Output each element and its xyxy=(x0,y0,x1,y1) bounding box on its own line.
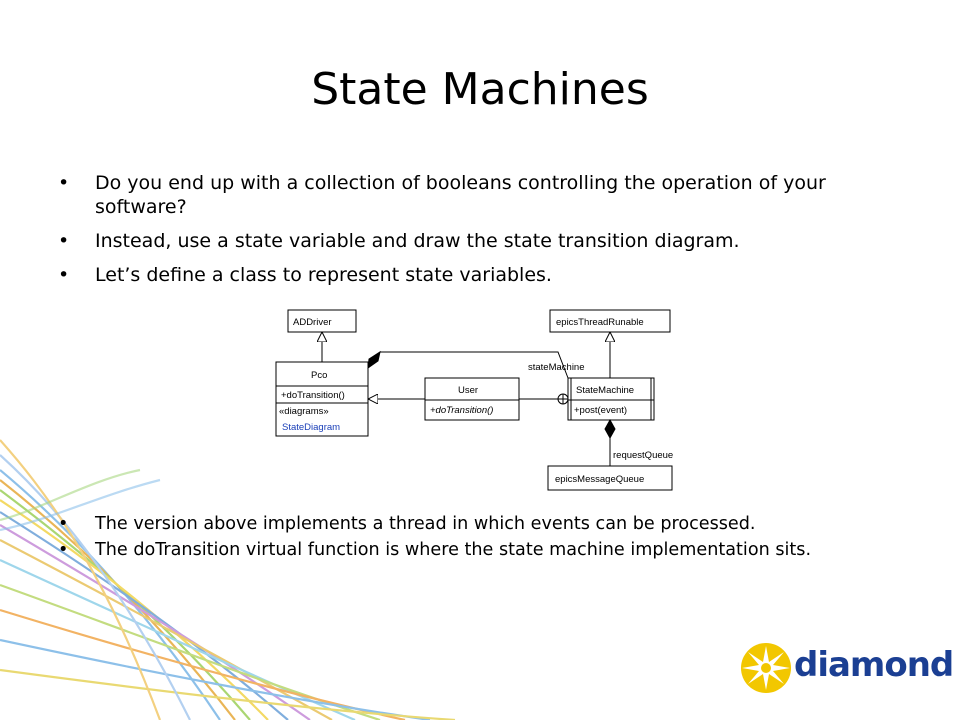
user-box xyxy=(424,377,520,421)
bullet-item: • The doTransition virtual function is wh… xyxy=(58,540,918,561)
role-request-queue: requestQueue xyxy=(613,450,673,461)
bullet-list-top: • Do you end up with a collection of bool… xyxy=(58,171,918,297)
user-label: User xyxy=(458,385,478,396)
bullet-dot: • xyxy=(58,514,69,534)
pco-state-diagram: StateDiagram xyxy=(282,422,340,433)
bullet-dot: • xyxy=(58,172,70,194)
bullet-item: • Let’s define a class to represent state… xyxy=(58,263,918,287)
bullet-text: The version above implements a thread in… xyxy=(95,514,756,534)
bullet-item: • Instead, use a state variable and draw … xyxy=(58,229,918,253)
bullet-text: The doTransition virtual function is whe… xyxy=(95,540,812,560)
state-machine-operation: +post(event) xyxy=(574,405,627,416)
epics-thread-runable-label: epicsThreadRunable xyxy=(556,317,644,328)
uml-class-diagram: ADDriver epicsThreadRunable Pco +doTrans… xyxy=(275,309,673,491)
role-state-machine: stateMachine xyxy=(528,362,585,373)
state-machine-label: StateMachine xyxy=(576,385,634,396)
state-machine-box xyxy=(567,377,655,421)
bullet-dot: • xyxy=(58,540,69,560)
pco-box xyxy=(275,361,369,437)
pco-label: Pco xyxy=(311,370,327,381)
diamond-logo-text: diamond xyxy=(794,645,954,685)
bullet-text: Do you end up with a collection of boole… xyxy=(95,172,826,218)
epics-message-queue-label: epicsMessageQueue xyxy=(555,474,644,485)
bullet-list-bottom: • The version above implements a thread i… xyxy=(58,514,918,566)
pco-operation: +doTransition() xyxy=(281,390,345,401)
bullet-dot: • xyxy=(58,230,70,252)
bullet-dot: • xyxy=(58,264,70,286)
user-operation: +doTransition() xyxy=(430,405,493,416)
addriver-label: ADDriver xyxy=(293,317,332,328)
bullet-text: Instead, use a state variable and draw t… xyxy=(95,230,740,252)
bullet-item: • The version above implements a thread i… xyxy=(58,514,918,535)
bullet-text: Let’s define a class to represent state … xyxy=(95,264,552,286)
diamond-star-icon xyxy=(741,643,791,693)
pco-stereotype: «diagrams» xyxy=(279,406,329,417)
slide-title: State Machines xyxy=(311,64,649,115)
bullet-item: • Do you end up with a collection of bool… xyxy=(58,171,918,219)
